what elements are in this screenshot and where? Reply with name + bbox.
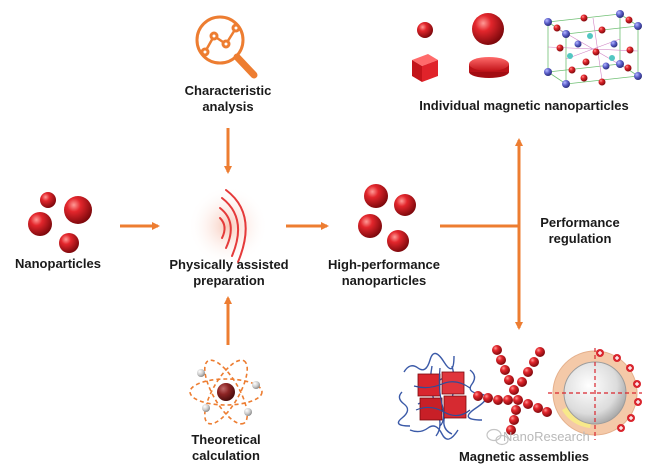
label-high-performance-nanoparticles: High-performance nanoparticles <box>318 257 450 289</box>
cube <box>412 54 438 82</box>
assemblies-text: Magnetic assemblies <box>458 449 590 464</box>
crystal-lattice <box>544 10 642 88</box>
highperf-line1: High-performance <box>328 257 440 272</box>
label-physically-assisted-preparation: Physically assisted preparation <box>158 257 300 289</box>
cube-assembly <box>397 352 487 440</box>
label-theoretical-calculation: Theoretical calculation <box>170 432 282 464</box>
label-magnetic-assemblies: Magnetic assemblies <box>440 449 608 465</box>
highperf-line2: nanoparticles <box>341 273 427 288</box>
watermark: NanoResearch <box>503 429 590 444</box>
label-characteristic-analysis: Characteristic analysis <box>168 83 288 115</box>
characteristic-line2: analysis <box>202 99 254 114</box>
highperf-nanoparticles-cluster <box>358 184 416 252</box>
theoretical-line2: calculation <box>192 448 260 463</box>
nanoparticles-text: Nanoparticles <box>15 256 101 271</box>
performance-line1: Performance <box>540 215 620 230</box>
characteristic-line1: Characteristic <box>184 83 272 98</box>
nanoparticles-cluster <box>28 192 92 253</box>
wechat-icon <box>486 428 509 446</box>
large-sphere <box>472 13 504 45</box>
signal-wave-icon <box>188 186 268 266</box>
branched-particle-chain <box>473 345 552 435</box>
theoretical-line1: Theoretical <box>191 432 261 447</box>
individual-text: Individual magnetic nanoparticles <box>419 98 629 113</box>
performance-line2: regulation <box>548 231 612 246</box>
magnifier-chart-icon <box>195 15 258 79</box>
arrows <box>120 128 523 345</box>
label-individual-magnetic-nanoparticles: Individual magnetic nanoparticles <box>400 98 648 114</box>
small-sphere <box>417 22 433 38</box>
physical-line2: preparation <box>193 273 265 288</box>
core-shell-particle <box>548 348 642 440</box>
atom-icon <box>189 359 263 425</box>
lattice-atoms <box>544 10 642 88</box>
magnetic-assemblies <box>397 345 642 440</box>
disk <box>469 57 509 78</box>
individual-nanoparticle-shapes <box>412 13 509 82</box>
physical-line1: Physically assisted <box>169 257 289 272</box>
label-nanoparticles: Nanoparticles <box>6 256 110 272</box>
label-performance-regulation: Performance regulation <box>526 215 634 247</box>
